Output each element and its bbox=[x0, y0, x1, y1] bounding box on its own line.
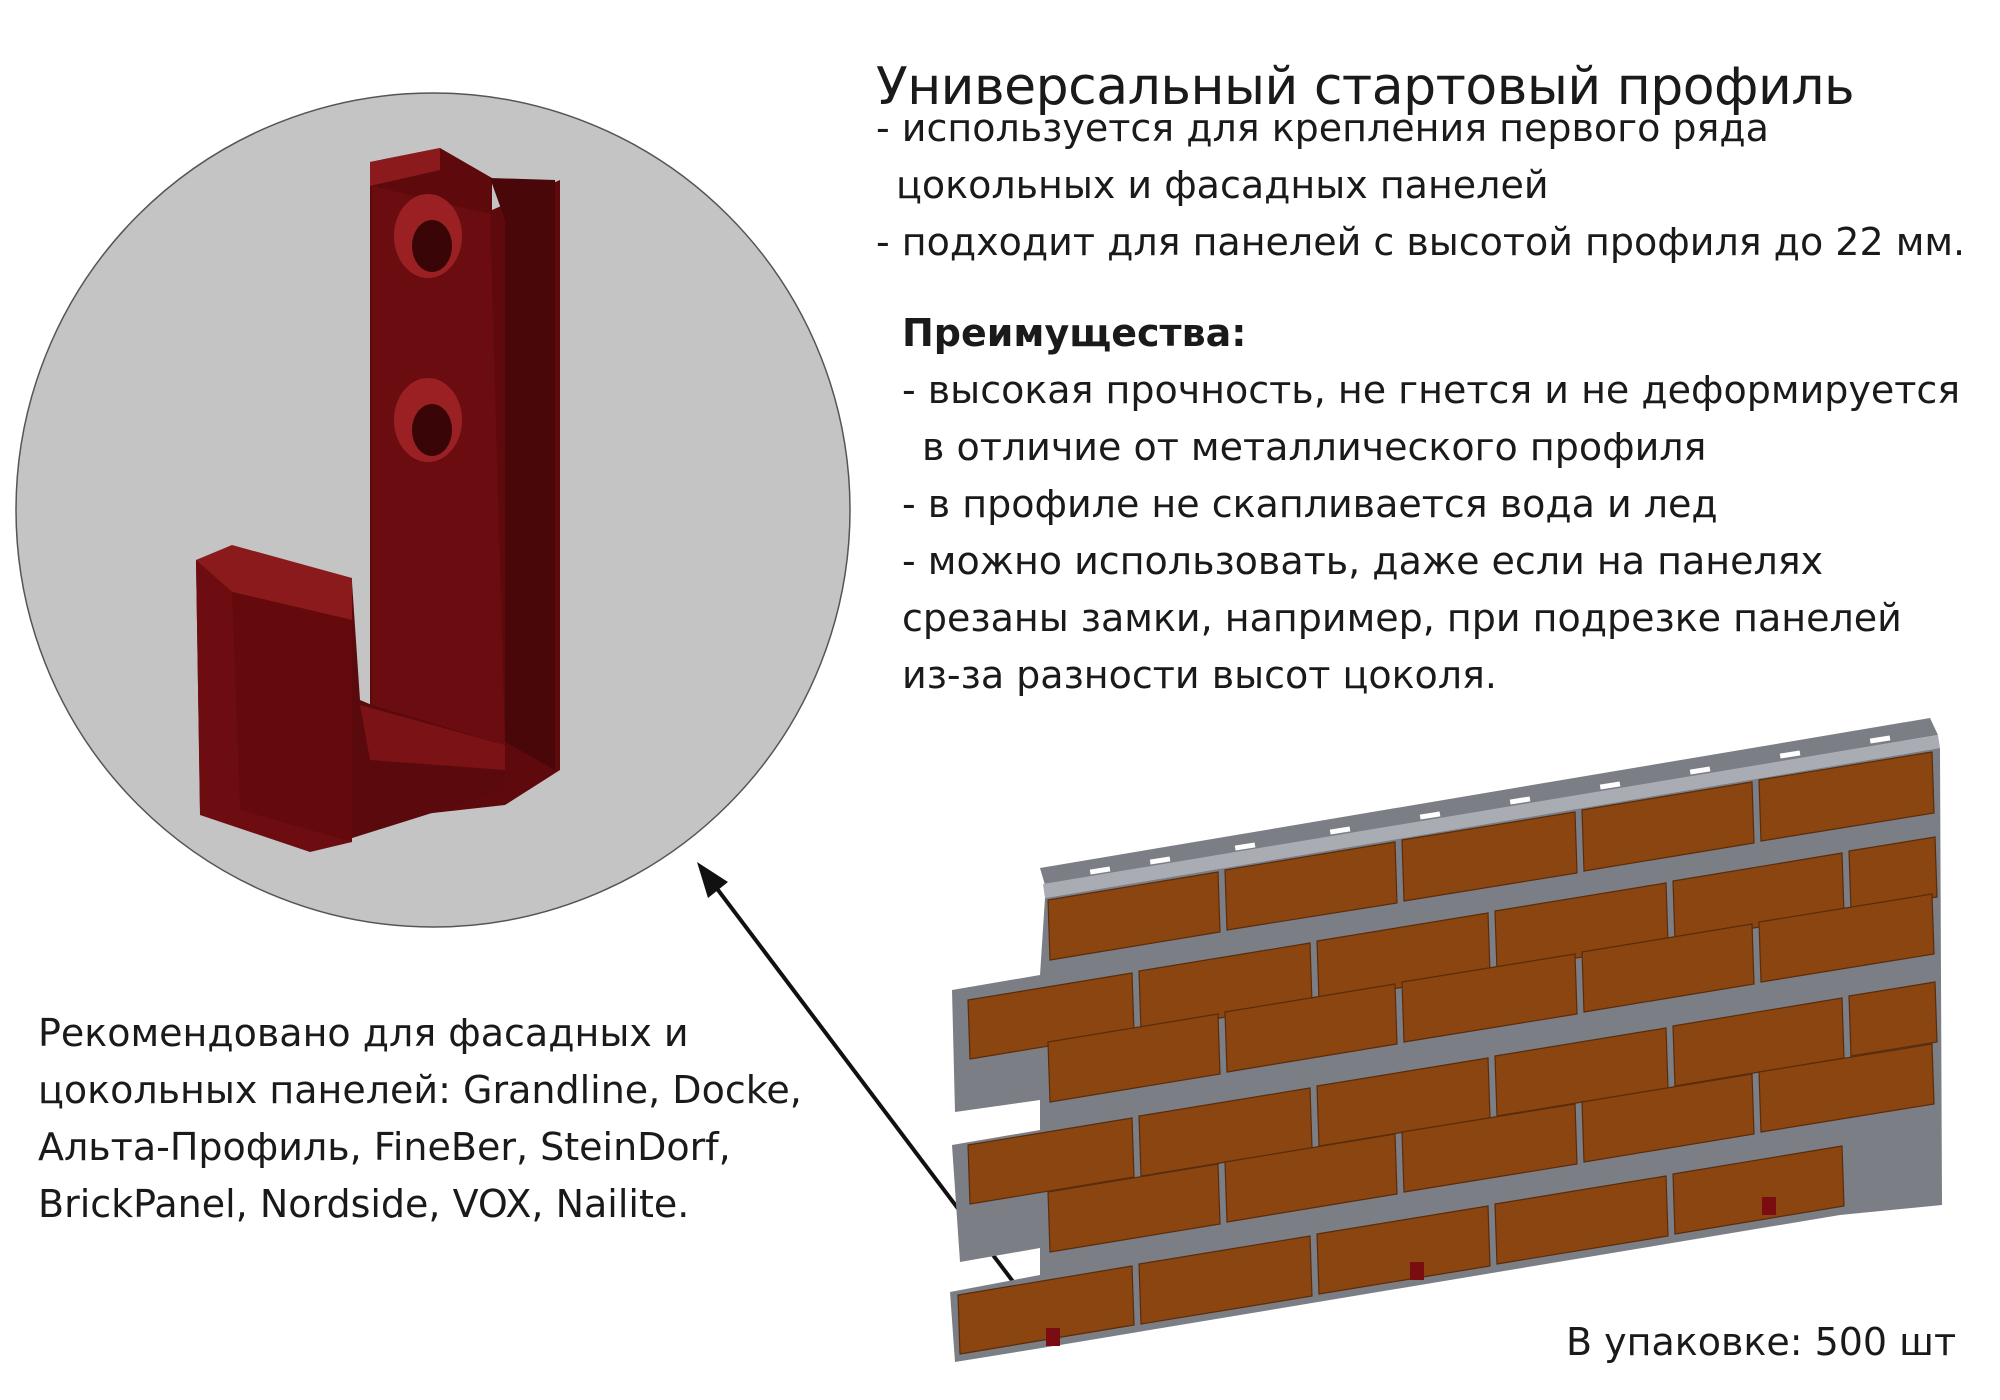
advantage-line: - высокая прочность, не гнется и не дефо… bbox=[902, 368, 1961, 412]
advantage-line: - можно использовать, даже если на панел… bbox=[902, 539, 1824, 583]
recommended-line: BrickPanel, Nordside, VOX, Nailite. bbox=[38, 1182, 690, 1226]
bracket-icon bbox=[196, 148, 560, 852]
intro-line: - подходит для панелей с высотой профиля… bbox=[876, 220, 1966, 264]
recommended-line: цокольных панелей: Grandline, Docke, bbox=[38, 1068, 802, 1112]
intro-line: - используется для крепления первого ряд… bbox=[876, 106, 1769, 150]
advantages-title: Преимущества: bbox=[902, 311, 1247, 355]
page-title: Универсальный стартовый профиль bbox=[876, 56, 1855, 117]
advantage-line: из-за разности высот цоколя. bbox=[902, 653, 1497, 697]
advantage-line: - в профиле не скапливается вода и лед bbox=[902, 482, 1718, 526]
advantage-line: срезаны замки, например, при подрезке па… bbox=[902, 596, 1902, 640]
advantage-line: в отличие от металлического профиля bbox=[922, 425, 1707, 469]
pointer-arrow bbox=[697, 862, 1059, 1342]
recommended-line: Альта-Профиль, FineBer, SteinDorf, bbox=[38, 1125, 731, 1169]
package-quantity: В упаковке: 500 шт bbox=[1566, 1320, 1957, 1364]
recommended-line: Рекомендовано для фасадных и bbox=[38, 1011, 689, 1055]
intro-line: цокольных и фасадных панелей bbox=[896, 163, 1549, 207]
facade-panel bbox=[950, 718, 1942, 1362]
